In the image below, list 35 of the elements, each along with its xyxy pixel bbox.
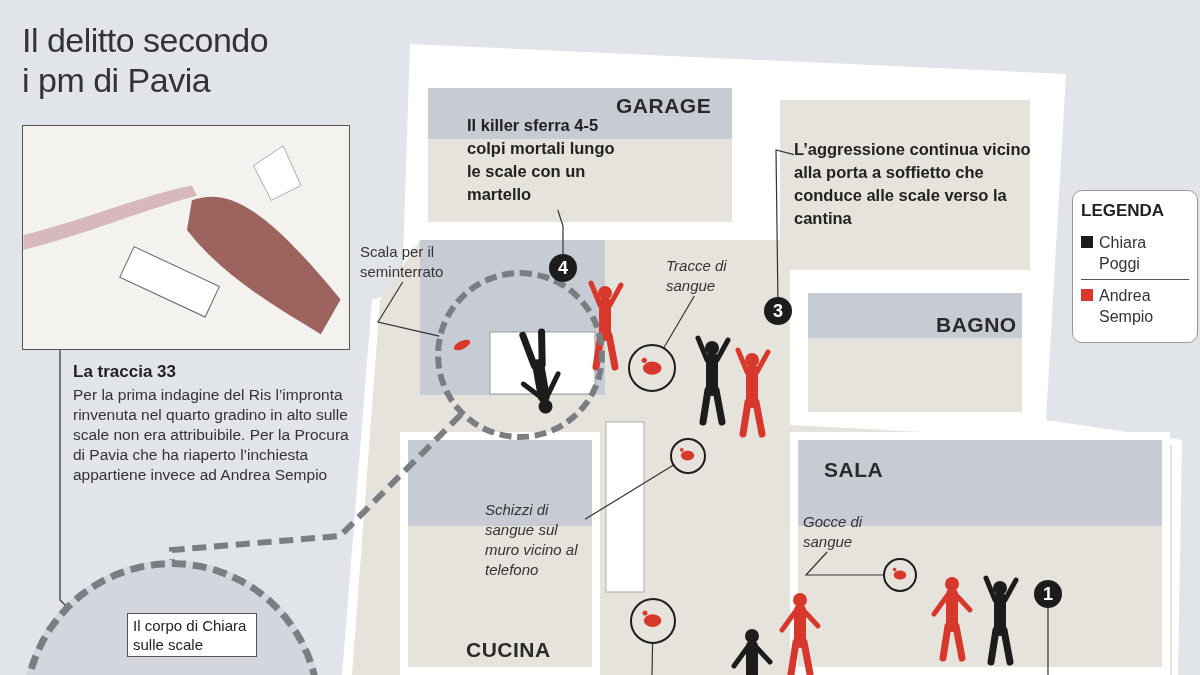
inset-label — [127, 613, 257, 657]
leader-line — [557, 209, 564, 257]
callout-text: Il killer sferra 4-5 colpi mortali lungo le scale con un martello — [467, 115, 616, 205]
leader-line — [1047, 606, 1049, 675]
room-label: CUCINA — [466, 638, 551, 662]
inset-label-text: Il corpo di Chiara sulle scale — [132, 616, 248, 655]
leader-line — [775, 149, 795, 300]
leader-line — [804, 551, 886, 576]
caption-text: Per la prima indagine del Ris l’impronta rinvenuta nel quarto gradino in alto sulle scale non era attribuibile. Per la Procura di Pavia che ha riaperto l’inchiesta appartiene invece ad Andrea Sempio — [73, 385, 350, 485]
blood-spot-circle — [628, 344, 676, 392]
leader-line — [377, 281, 440, 337]
room-label: BAGNO — [936, 313, 1017, 337]
legend-text: Chiara Poggi — [1099, 233, 1148, 274]
note-text: Tracce di sangue — [666, 256, 728, 296]
callout-text: L’aggressione continua vicino alla porta a soffietto che conduce alle scale verso la cantina — [794, 139, 1032, 229]
room-area — [790, 432, 1170, 675]
photo-placeholder — [22, 125, 350, 350]
blood-spot-circle — [883, 558, 917, 592]
leader-line — [662, 295, 695, 350]
leader-line — [584, 463, 675, 520]
title: Il delitto secondo i pm di Pavia — [22, 20, 270, 100]
blood-spot-circle — [630, 598, 676, 644]
note-text: Scala per il seminterrato — [360, 242, 445, 282]
legend-text: Andrea Sempio — [1099, 286, 1155, 327]
note-text: Schizzi di sangue sul muro vicino al telefono — [485, 500, 579, 580]
leader-line — [59, 349, 67, 607]
leader-line — [651, 642, 654, 675]
legend-heading: LEGENDA — [1081, 201, 1166, 221]
note-text: Gocce di sangue — [803, 512, 864, 552]
blood-spot-circle — [670, 438, 706, 474]
caption-heading: La traccia 33 — [73, 362, 177, 382]
room-label: SALA — [824, 458, 884, 482]
room-label: GARAGE — [616, 94, 712, 118]
room-area — [400, 432, 600, 675]
callout-number: 1 — [1034, 580, 1062, 608]
